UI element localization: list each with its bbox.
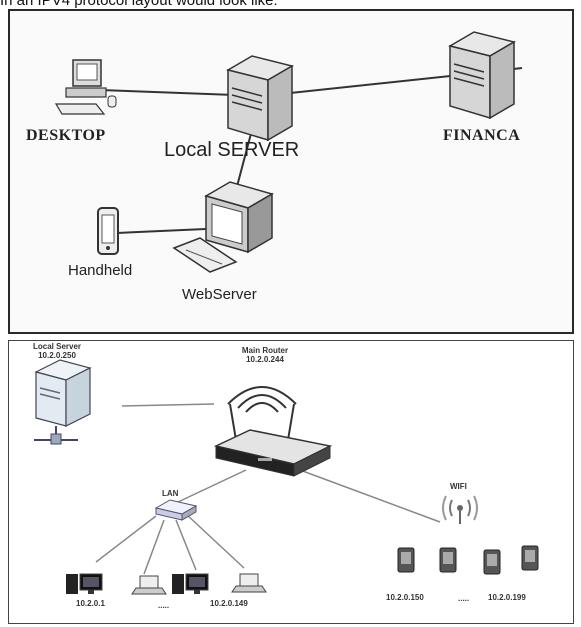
webserver-label: WebServer	[182, 286, 257, 303]
desktop-label: DESKTOP	[26, 127, 106, 144]
lan-ellipsis: .....	[158, 601, 170, 610]
lan-pc-1-icon	[66, 573, 103, 594]
lan-to-laptop1-line	[143, 519, 165, 575]
wifi-device-4-icon	[521, 545, 539, 571]
lan-end-ip: 10.2.0.149	[210, 599, 248, 608]
server-to-router-line	[121, 403, 215, 407]
lan-label: LAN	[162, 489, 179, 498]
lan-to-pc1-line	[95, 515, 157, 563]
page-caption: In an IPV4 protocol layout would look li…	[0, 0, 278, 9]
main-router-icon	[213, 386, 333, 477]
wifi-start-ip: 10.2.0.150	[386, 593, 424, 602]
lan-laptop-1-icon	[131, 575, 167, 595]
router-title: Main Router	[241, 346, 289, 355]
local-server-tower-icon	[226, 55, 294, 142]
wifi-label: WIFI	[450, 482, 467, 491]
wifi-end-ip: 10.2.0.199	[488, 593, 526, 602]
router-to-wifi-line	[299, 469, 441, 523]
router-to-lan-line	[177, 469, 247, 503]
lan-switch-icon	[154, 499, 198, 521]
webserver-monitor-icon	[172, 181, 274, 273]
handheld-device-icon	[97, 207, 119, 255]
wifi-device-3-icon	[483, 549, 501, 575]
lan-start-ip: 10.2.0.1	[76, 599, 105, 608]
lan-to-laptop2-line	[185, 513, 245, 569]
router-ip: 10.2.0.244	[246, 355, 284, 364]
wifi-device-1-icon	[397, 547, 415, 573]
desktop-computer-icon	[54, 59, 117, 115]
lan-to-pc2-line	[175, 519, 197, 571]
router-caption: Main Router 10.2.0.244	[230, 346, 300, 364]
wifi-ellipsis: .....	[458, 594, 470, 603]
finance-label: FINANCA	[443, 127, 521, 144]
local-server-title: Local Server	[32, 342, 82, 351]
handheld-label: Handheld	[68, 262, 133, 279]
lan-laptop-2-icon	[231, 573, 267, 593]
wifi-signal-icon	[442, 495, 478, 524]
local-server-ip: 10.2.0.250	[38, 351, 76, 360]
finance-server-tower-icon	[448, 31, 516, 120]
local-server-caption: Local Server 10.2.0.250	[22, 342, 92, 360]
local-server-icon	[34, 359, 92, 445]
local-server-label: Local SERVER	[164, 139, 300, 161]
bottom-network-diagram	[8, 340, 574, 624]
wifi-device-2-icon	[439, 547, 457, 573]
lan-pc-2-icon	[172, 573, 209, 594]
